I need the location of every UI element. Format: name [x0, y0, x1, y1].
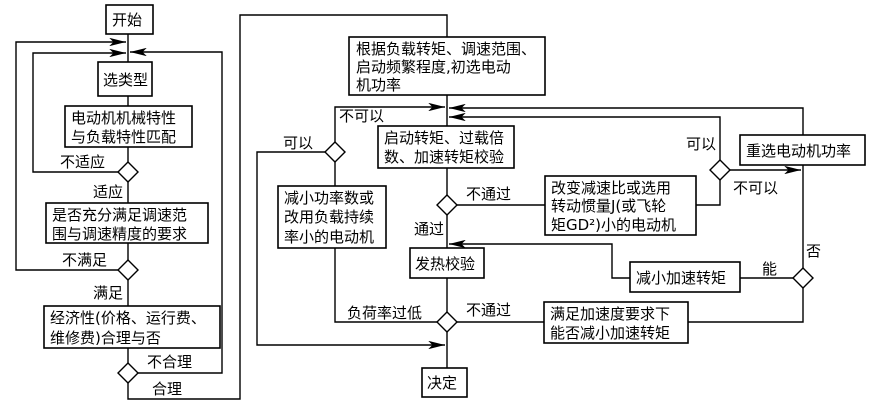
label-unreasonable: 不合理 — [147, 353, 192, 371]
box-start-text: 开始 — [112, 11, 142, 29]
box-reduce-power-line: 改用负载持续 — [284, 208, 374, 226]
box-reduce-power: 减小功率数或 改用负载持续 率小的电动机 — [277, 185, 387, 249]
box-preselect-line: 启动频繁程度,初选电动 — [356, 58, 511, 76]
box-decide-text: 决定 — [427, 374, 457, 392]
label-not-ok-1: 不可以 — [339, 107, 384, 125]
decision-economy — [117, 362, 139, 384]
box-heat-check-text: 发热校验 — [415, 255, 475, 273]
label-pass: 通过 — [414, 220, 444, 238]
box-preselect-line: 机功率 — [356, 76, 401, 94]
decision-speed — [117, 259, 139, 281]
label-suitable: 适应 — [93, 183, 123, 201]
decision-match — [117, 161, 139, 183]
label-fail-2: 不通过 — [466, 301, 511, 319]
box-heat-check: 发热校验 — [409, 247, 485, 279]
box-change-ratio-line: 改变减速比或选用 — [551, 179, 671, 197]
box-match-line: 与负载特性匹配 — [71, 128, 176, 146]
decision-heat — [436, 311, 458, 333]
box-preselect: 根据负载转矩、调速范围、 启动频繁程度,初选电动 机功率 — [348, 36, 546, 96]
box-change-ratio: 改变减速比或选用 转动惯量J(或飞轮 矩GD²)小的电动机 — [544, 175, 697, 236]
box-reduce-power-line: 率小的电动机 — [284, 228, 374, 246]
decision-torque — [436, 194, 458, 216]
box-preselect-line: 根据负载转矩、调速范围、 — [356, 40, 536, 58]
label-no: 否 — [806, 242, 821, 260]
box-change-ratio-line: 矩GD²)小的电动机 — [551, 216, 676, 234]
label-ok-2: 可以 — [686, 135, 716, 153]
box-select-type-text: 选类型 — [103, 71, 148, 89]
label-low-load: 负荷率过低 — [347, 304, 422, 322]
box-match-line: 电动机机械特性 — [71, 109, 176, 127]
connectors-left — [15, 14, 448, 400]
label-satisfied: 满足 — [93, 284, 123, 302]
box-reselect-power: 重选电动机功率 — [739, 134, 866, 166]
decision-change-ratio — [709, 159, 731, 181]
box-economy-line: 维修费)合理与否 — [50, 329, 161, 347]
box-accel-question-line: 满足加速度要求下 — [550, 305, 670, 323]
box-accel-question-line: 能否减小加速转矩 — [550, 324, 670, 342]
box-torque-check: 启动转矩、过载倍 数、加速转矩校验 — [377, 125, 515, 169]
box-reselect-power-text: 重选电动机功率 — [746, 142, 851, 160]
box-reduce-power-line: 减小功率数或 — [284, 189, 374, 207]
box-reduce-accel-text: 减小加速转矩 — [636, 269, 726, 287]
box-speed-check: 是否充分满足调速范 围与调速精度的要求 — [45, 202, 209, 244]
box-select-type: 选类型 — [97, 61, 153, 97]
box-torque-check-line: 数、加速转矩校验 — [384, 148, 504, 166]
label-ok-1: 可以 — [283, 134, 313, 152]
label-can: 能 — [762, 260, 777, 278]
decision-accel — [792, 267, 814, 289]
label-not-ok-2: 不可以 — [733, 179, 778, 197]
box-economy-line: 经济性(价格、运行费、 — [50, 309, 206, 327]
box-speed-check-line: 围与调速精度的要求 — [52, 225, 187, 243]
box-change-ratio-line: 转动惯量J(或飞轮 — [551, 197, 666, 215]
box-decide: 决定 — [421, 367, 468, 398]
label-reasonable: 合理 — [152, 380, 182, 398]
box-start: 开始 — [105, 4, 154, 35]
box-accel-question: 满足加速度要求下 能否减小加速转矩 — [543, 301, 689, 344]
label-unsuitable: 不适应 — [60, 153, 105, 171]
box-match: 电动机机械特性 与负载特性匹配 — [64, 105, 193, 148]
box-economy: 经济性(价格、运行费、 维修费)合理与否 — [43, 305, 221, 349]
label-fail-1: 不通过 — [466, 185, 511, 203]
box-reduce-accel: 减小加速转矩 — [629, 261, 741, 293]
label-not-satisfied: 不满足 — [62, 251, 107, 269]
box-speed-check-line: 是否充分满足调速范 — [52, 206, 187, 224]
box-torque-check-line: 启动转矩、过载倍 — [384, 129, 504, 147]
decision-reduce-power — [324, 141, 346, 163]
connectors-right — [256, 95, 804, 368]
